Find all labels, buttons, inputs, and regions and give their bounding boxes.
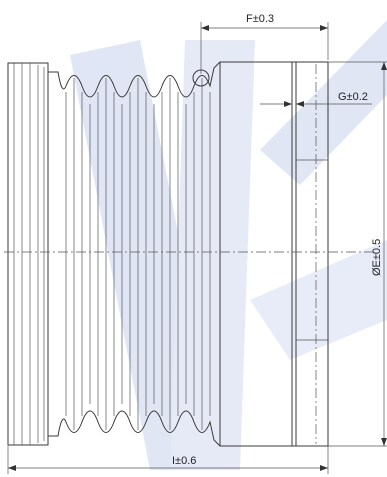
dimension-f-label: F±0.3 — [246, 13, 274, 25]
dimension-e-label: ØE±0.5 — [371, 239, 383, 276]
pulley-hub-body — [219, 61, 329, 447]
watermark-logo — [70, 20, 387, 470]
dimension-i-label: I±0.6 — [172, 455, 196, 467]
dimension-e — [328, 61, 387, 447]
dimension-g-label: G±0.2 — [338, 91, 368, 103]
dimension-f — [200, 22, 329, 74]
dimension-g — [260, 101, 372, 107]
pulley-left-rim — [7, 62, 49, 446]
dimension-i — [7, 446, 329, 474]
pulley-grooves — [48, 61, 221, 447]
